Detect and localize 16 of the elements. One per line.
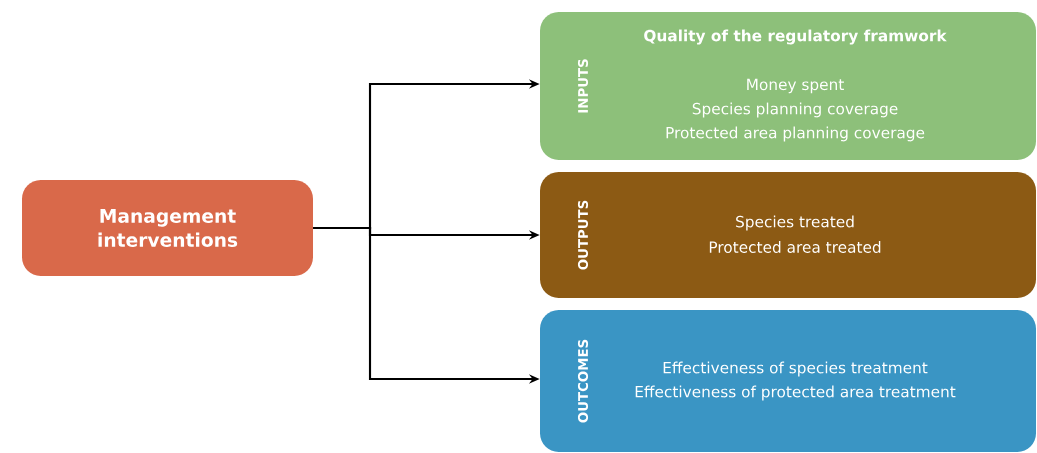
heading: Quality of the regulatory framwork (644, 29, 947, 45)
indicator-text: Species planning coverage (692, 102, 898, 118)
indicator-text: Protected area planning coverage (666, 126, 925, 142)
rounded-box (540, 310, 1036, 452)
side-label: INPUTS (577, 59, 589, 113)
side-label: OUTPUTS (577, 200, 589, 270)
indicator-text: Money spent (747, 78, 844, 94)
indicator-text: Effectiveness of species treatment (663, 361, 928, 377)
indicator-text: Protected area treated (709, 241, 881, 253)
rounded-box (540, 12, 1036, 160)
rounded-box (22, 180, 313, 276)
indicator-text: Species treated (736, 215, 854, 231)
side-label: OUTCOMES (577, 339, 589, 423)
node-label: Management interventions (98, 209, 238, 247)
indicator-text: Effectiveness of protected area treatment (635, 385, 956, 401)
rounded-box (540, 172, 1036, 298)
